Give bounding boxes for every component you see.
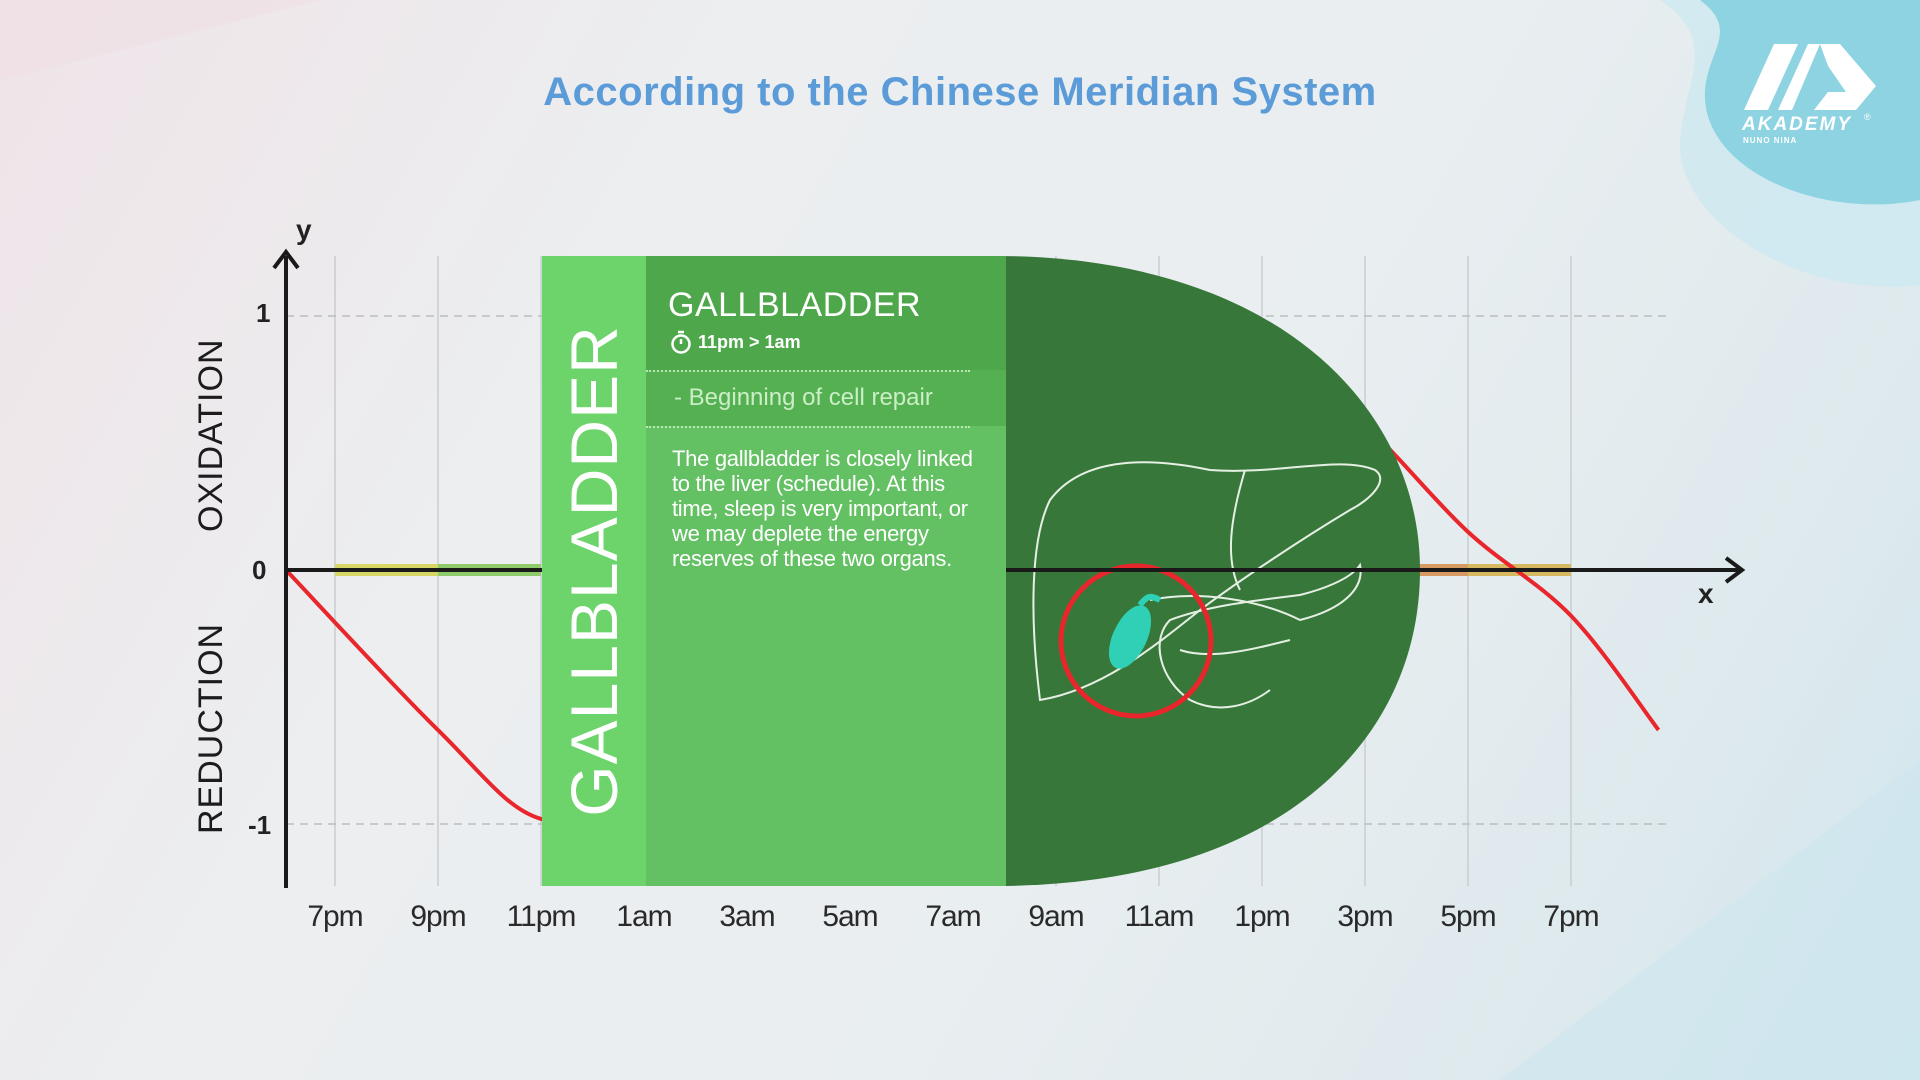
logo-registered-mark: ® (1864, 112, 1871, 122)
logo-name: AKADEMY (1742, 114, 1853, 135)
highlight-circle (1058, 563, 1214, 719)
info-panel-subtitle: - Beginning of cell repair (674, 384, 933, 411)
y-tick-label-0: 0 (252, 555, 267, 585)
x-tick-label: 5pm (1440, 900, 1496, 933)
x-tick-label: 9pm (410, 900, 466, 933)
x-tick-label: 7am (925, 900, 981, 933)
x-tick-label: 11am (1124, 900, 1195, 933)
x-tick-label: 3pm (1337, 900, 1393, 933)
x-tick-label: 5am (822, 900, 878, 933)
x-tick-label: 1am (616, 900, 672, 933)
gallbladder-organ (1108, 605, 1152, 669)
timer-icon (671, 330, 691, 354)
x-tick-label: 7pm (307, 900, 363, 933)
info-panel-body: The gallbladder is closely linked to the… (672, 446, 973, 571)
info-panel: GALLBLADDER 11pm > 1am - Beginning of ce… (646, 256, 1006, 886)
highlight-band-label: GALLBLADDER (557, 325, 631, 817)
akademy-logo (1744, 44, 1876, 110)
x-tick-label: 3am (719, 900, 775, 933)
y-axis-letter: y (296, 214, 312, 245)
gallbladder-duct (1137, 593, 1162, 607)
page-title: According to the Chinese Meridian System (543, 70, 1377, 114)
info-panel-header (646, 256, 1006, 370)
y-side-label-reduction: REDUCTION (192, 622, 230, 834)
liver-gallbladder-illustration (1032, 461, 1382, 709)
x-axis-letter: x (1698, 578, 1714, 609)
highlight-band (542, 256, 646, 886)
x-tick-label: 11pm (506, 900, 577, 933)
x-tick-label: 7pm (1543, 900, 1599, 933)
logo-sub: NUNO NINA (1743, 136, 1798, 145)
x-tick-label: 9am (1028, 900, 1084, 933)
x-axis-arrow (1724, 556, 1746, 584)
y-tick-label-minus1: -1 (248, 810, 272, 840)
y-side-label-oxidation: OXIDATION (192, 338, 230, 533)
info-panel-time: 11pm > 1am (698, 331, 801, 352)
divider-top (646, 370, 970, 372)
highlight-band-label-wrap: GALLBLADDER (542, 256, 646, 886)
y-axis-arrow (272, 248, 300, 270)
y-tick-label-1: 1 (256, 298, 271, 328)
info-panel-time-row: 11pm > 1am (670, 330, 801, 354)
info-panel-title: GALLBLADDER (668, 286, 922, 324)
x-tick-label: 1pm (1234, 900, 1290, 933)
divider-bottom (646, 426, 970, 428)
info-panel-subtitle-band (646, 370, 1006, 426)
